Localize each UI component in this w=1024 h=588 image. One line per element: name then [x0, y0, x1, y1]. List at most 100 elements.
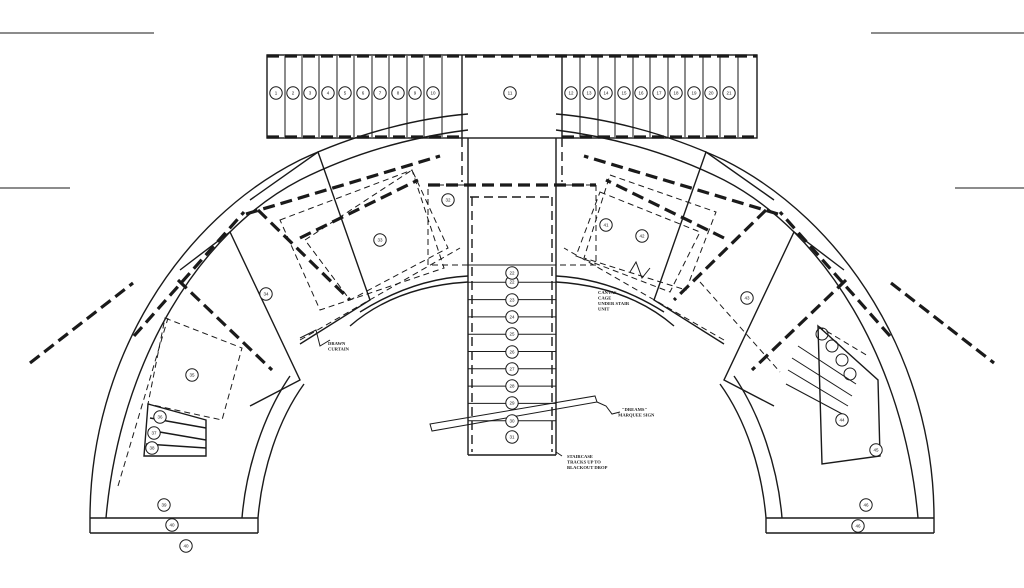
svg-text:9: 9: [414, 90, 417, 95]
svg-text:21: 21: [726, 90, 732, 95]
svg-text:13: 13: [586, 90, 592, 95]
tag-left: 35: [185, 368, 199, 382]
tag-flat-right: 16: [634, 86, 648, 100]
flat-dividers: [284, 56, 739, 137]
svg-text:39: 39: [161, 502, 167, 507]
svg-text:22: 22: [509, 270, 515, 275]
border-lines: [0, 32, 1024, 365]
tag-stair-tread: 31: [505, 430, 519, 444]
tag-left: 39: [157, 498, 171, 512]
tag-stair-top: 22: [505, 266, 519, 280]
svg-text:5: 5: [344, 90, 347, 95]
tag-stair-tread: 26: [505, 345, 519, 359]
svg-text:2: 2: [292, 90, 295, 95]
tag-flat-left: 2: [286, 86, 300, 100]
tag-flat-right: 15: [617, 86, 631, 100]
svg-text:41: 41: [603, 222, 609, 227]
tag-left: 40: [179, 539, 193, 553]
tag-stair-tread: 24: [505, 310, 519, 324]
svg-text:37: 37: [151, 430, 157, 435]
tag-right: 44: [835, 413, 849, 427]
cage-unit-lines: [785, 327, 857, 417]
tag-flat-center: 11: [503, 86, 517, 100]
tag-flat-left: 6: [356, 86, 370, 100]
svg-text:26: 26: [509, 349, 515, 354]
svg-text:16: 16: [638, 90, 644, 95]
tag-flat-left: 8: [391, 86, 405, 100]
tag-right: 46: [859, 498, 873, 512]
svg-text:40: 40: [169, 522, 175, 527]
svg-text:12: 12: [568, 90, 574, 95]
center-staircase: [427, 138, 598, 456]
svg-text:6: 6: [362, 90, 365, 95]
tag-stair-tread: 28: [505, 379, 519, 393]
svg-text:30: 30: [509, 418, 515, 423]
tag-stair-tread: 27: [505, 362, 519, 376]
tag-flat-left: 7: [373, 86, 387, 100]
tag-flat-left: 4: [321, 86, 335, 100]
tag-right: 42: [635, 229, 649, 243]
svg-text:23: 23: [509, 297, 515, 302]
svg-text:46: 46: [863, 502, 869, 507]
svg-text:19: 19: [691, 90, 697, 95]
svg-text:7: 7: [379, 90, 382, 95]
svg-text:8: 8: [397, 90, 400, 95]
svg-text:27: 27: [509, 366, 515, 371]
tag-left: 34: [259, 287, 273, 301]
tag-stair-tread: 25: [505, 327, 519, 341]
svg-text:3: 3: [309, 90, 312, 95]
svg-text:33: 33: [377, 237, 383, 242]
tag-flat-left: 1: [269, 86, 283, 100]
tag-flat-right: 18: [669, 86, 683, 100]
tag-left: 32: [441, 193, 455, 207]
tag-flat-right: 14: [599, 86, 613, 100]
svg-text:36: 36: [157, 414, 163, 419]
svg-text:4: 4: [327, 90, 330, 95]
tag-flat-left: 5: [338, 86, 352, 100]
tag-flat-right: 21: [722, 86, 736, 100]
tag-right: 46: [851, 519, 865, 533]
svg-text:14: 14: [603, 90, 609, 95]
tag-flat-right: 17: [652, 86, 666, 100]
tag-left: 38: [145, 441, 159, 455]
svg-text:11: 11: [508, 90, 513, 95]
note-marquee-sign: "DREAMS"MARQUEE SIGN: [618, 407, 655, 418]
tag-flat-right: 19: [687, 86, 701, 100]
tag-flat-right: 20: [704, 86, 718, 100]
svg-text:10: 10: [430, 90, 436, 95]
svg-text:31: 31: [509, 434, 515, 439]
tag-stair-tread: 23: [505, 293, 519, 307]
svg-text:42: 42: [639, 233, 645, 238]
tag-right: 41: [599, 218, 613, 232]
svg-text:40: 40: [183, 543, 189, 548]
svg-text:18: 18: [673, 90, 679, 95]
svg-text:25: 25: [509, 331, 515, 336]
tag-flat-right: 13: [582, 86, 596, 100]
tag-right: 45: [869, 443, 883, 457]
svg-text:20: 20: [708, 90, 714, 95]
tag-left: 40: [165, 518, 179, 532]
svg-text:46: 46: [855, 523, 861, 528]
svg-text:44: 44: [839, 417, 845, 422]
tag-flat-left: 3: [303, 86, 317, 100]
tag-left: 37: [147, 426, 161, 440]
upstage-flats: [266, 54, 758, 139]
svg-text:22: 22: [509, 279, 515, 284]
tag-flat-right: 12: [564, 86, 578, 100]
svg-text:29: 29: [509, 400, 515, 405]
svg-text:34: 34: [263, 291, 269, 296]
svg-text:32: 32: [445, 197, 451, 202]
tag-left: 33: [373, 233, 387, 247]
svg-text:1: 1: [275, 90, 278, 95]
tag-flat-left: 9: [408, 86, 422, 100]
svg-text:43: 43: [744, 295, 750, 300]
left-arc-platform: [89, 113, 469, 534]
svg-text:38: 38: [149, 445, 155, 450]
right-arc-platform: [555, 113, 935, 534]
tag-left: 36: [153, 410, 167, 424]
